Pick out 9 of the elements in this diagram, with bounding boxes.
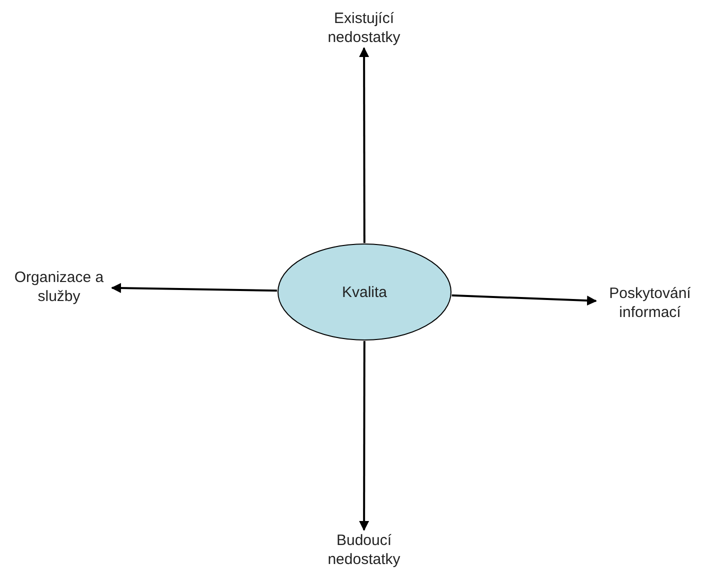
arrow xyxy=(359,341,370,531)
arrow xyxy=(452,294,597,306)
direction-label: Organizace a služby xyxy=(13,268,105,306)
direction-label: Existující nedostatky xyxy=(326,9,402,47)
center-label: Kvalita xyxy=(342,282,388,302)
direction-label: Poskytování informací xyxy=(608,284,692,322)
arrow xyxy=(111,283,278,294)
direction-label: Budoucí nedostatky xyxy=(326,531,402,569)
arrow xyxy=(359,47,370,243)
